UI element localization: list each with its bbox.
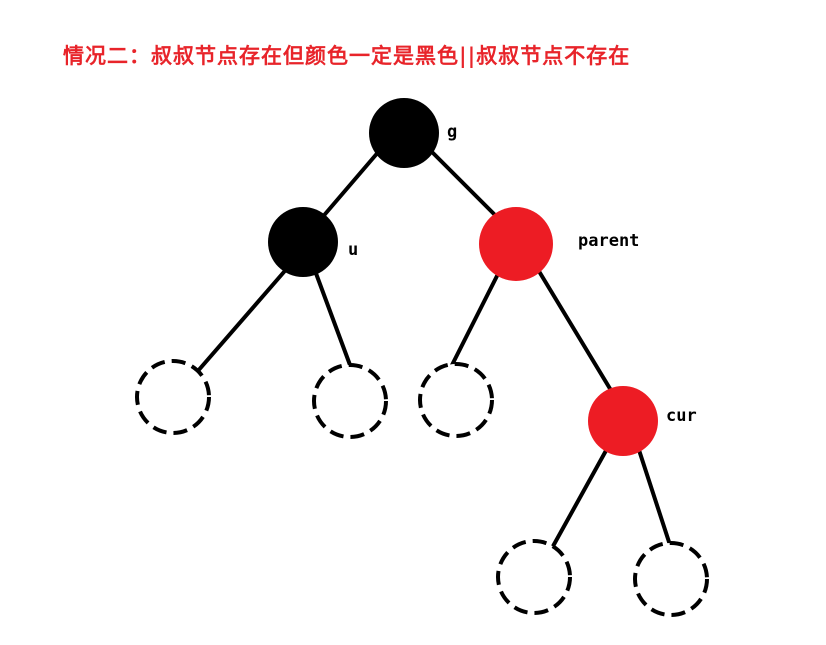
node-g bbox=[369, 98, 439, 168]
node-cur bbox=[588, 386, 658, 456]
label-cur: cur bbox=[666, 406, 697, 426]
node-u bbox=[268, 207, 338, 277]
label-parent: parent bbox=[578, 231, 639, 251]
edge-parent-left bbox=[450, 268, 502, 367]
edge-parent-cur bbox=[532, 261, 614, 394]
edge-u-right bbox=[312, 266, 352, 367]
edge-g-u bbox=[318, 148, 382, 222]
null-leaf-parent-left bbox=[418, 362, 494, 438]
tree-edges bbox=[195, 148, 672, 550]
null-leaf-cur-left bbox=[496, 539, 572, 615]
null-leaf-cur-right bbox=[633, 541, 709, 617]
label-u: u bbox=[348, 240, 358, 260]
edge-g-parent bbox=[428, 148, 502, 222]
node-parent bbox=[479, 207, 553, 281]
label-g: g bbox=[447, 122, 457, 142]
null-leaf-u-left bbox=[135, 359, 211, 435]
edge-cur-right bbox=[636, 445, 672, 547]
edge-u-left bbox=[195, 263, 292, 374]
null-leaves bbox=[135, 359, 709, 617]
edge-cur-left bbox=[550, 445, 610, 550]
diagram-title: 情况二：叔叔节点存在但颜色一定是黑色||叔叔节点不存在 bbox=[63, 43, 631, 68]
null-leaf-u-right bbox=[312, 363, 388, 439]
